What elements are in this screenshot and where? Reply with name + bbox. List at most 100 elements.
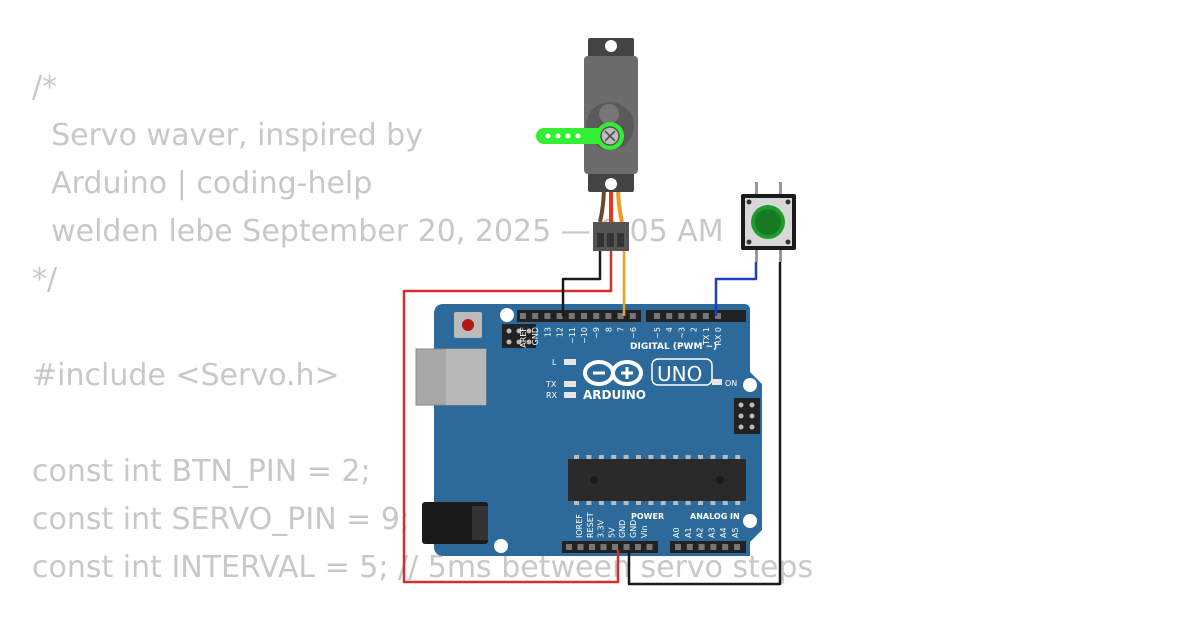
reset-button-cap[interactable] bbox=[462, 319, 474, 331]
usb-port-face bbox=[446, 349, 486, 405]
header-pin[interactable] bbox=[544, 313, 551, 319]
pin-label: 13 bbox=[543, 327, 552, 337]
pin-label: GND bbox=[618, 520, 627, 538]
power-label: POWER bbox=[631, 512, 664, 521]
servo-motor[interactable] bbox=[536, 38, 638, 251]
wires bbox=[402, 248, 782, 586]
led-l-label: L bbox=[552, 358, 557, 367]
header-pin[interactable] bbox=[623, 544, 630, 550]
microcontroller-chip bbox=[568, 455, 746, 505]
pin-label: A5 bbox=[731, 527, 740, 538]
pin-label: A0 bbox=[672, 527, 681, 538]
pin-label: ~10 bbox=[580, 327, 589, 344]
pin-label: AREF bbox=[519, 327, 528, 348]
pin-label: GND bbox=[629, 520, 638, 538]
led-rx-label: RX bbox=[546, 391, 558, 400]
header-pin[interactable] bbox=[612, 544, 618, 550]
header-pin[interactable] bbox=[556, 313, 563, 319]
pin-label: 12 bbox=[556, 327, 565, 337]
header-pin[interactable] bbox=[520, 313, 526, 319]
digital-label: DIGITAL (PWM ~) bbox=[630, 342, 717, 352]
pin-label: 7 bbox=[617, 327, 626, 332]
led-on bbox=[712, 379, 722, 385]
led-tx-label: TX bbox=[545, 380, 557, 389]
pin-label: RX 0 bbox=[714, 327, 723, 346]
pin-label: 2 bbox=[690, 327, 699, 332]
header-pin[interactable] bbox=[690, 313, 697, 319]
power-jack bbox=[422, 502, 488, 544]
servo-horn[interactable] bbox=[536, 122, 624, 150]
header-pin[interactable] bbox=[654, 313, 660, 319]
wire-red-5v[interactable] bbox=[402, 250, 620, 584]
pin-label: ~3 bbox=[677, 327, 686, 339]
led-l bbox=[564, 359, 576, 365]
header-pin[interactable] bbox=[605, 313, 612, 319]
analog-label: ANALOG IN bbox=[690, 512, 740, 521]
pin-label: 4 bbox=[665, 327, 674, 332]
header-pin[interactable] bbox=[734, 544, 740, 550]
pin-label: ~5 bbox=[653, 327, 662, 339]
header-pin[interactable] bbox=[675, 544, 681, 550]
uno-badge bbox=[651, 358, 713, 386]
mounting-hole bbox=[743, 378, 757, 392]
header-pin[interactable] bbox=[678, 313, 685, 319]
header-pin[interactable] bbox=[666, 313, 673, 319]
header-pin[interactable] bbox=[698, 544, 705, 550]
mounting-hole bbox=[500, 308, 514, 322]
board-brand: ARDUINO bbox=[583, 388, 646, 402]
header-pin[interactable] bbox=[532, 313, 539, 319]
wire-black-gnd[interactable] bbox=[561, 250, 602, 316]
header-pin[interactable] bbox=[722, 544, 729, 550]
power-jack-tip bbox=[472, 506, 488, 540]
digital-header bbox=[517, 310, 746, 322]
header-pin[interactable] bbox=[635, 544, 641, 550]
board-model: UNO bbox=[657, 362, 702, 386]
pin-label: 5V bbox=[607, 527, 616, 538]
pin-label: 8 bbox=[604, 327, 613, 332]
pin-label: ~6 bbox=[629, 327, 638, 339]
header-pin[interactable] bbox=[577, 544, 584, 550]
push-button[interactable] bbox=[741, 182, 796, 262]
wire-blue-pin2[interactable] bbox=[714, 262, 758, 316]
pin-label: ~11 bbox=[568, 327, 577, 344]
led-tx bbox=[564, 381, 576, 387]
header-pin[interactable] bbox=[617, 313, 624, 319]
pin-label: A4 bbox=[719, 527, 728, 538]
header-pin[interactable] bbox=[715, 313, 721, 319]
pin-label: TX 1 bbox=[702, 327, 711, 346]
led-rx bbox=[564, 392, 576, 398]
header-pin[interactable] bbox=[593, 313, 600, 319]
mounting-hole bbox=[494, 539, 508, 553]
icsp-header bbox=[502, 324, 536, 348]
header-pin[interactable] bbox=[566, 544, 572, 550]
led-on-label: ON bbox=[725, 379, 737, 388]
wire-black-button-gnd[interactable] bbox=[627, 262, 782, 586]
icsp-header-right bbox=[734, 398, 760, 434]
pin-label: A3 bbox=[707, 527, 716, 538]
header-pin[interactable] bbox=[646, 544, 653, 550]
pin-label: GND bbox=[531, 327, 540, 345]
header-pin[interactable] bbox=[568, 313, 575, 319]
arduino-logo-icon bbox=[583, 360, 643, 386]
header-pin[interactable] bbox=[600, 544, 607, 550]
header-pin[interactable] bbox=[589, 544, 595, 550]
pin-label: Vin bbox=[640, 525, 649, 538]
pin-label: IOREF bbox=[575, 514, 584, 538]
pin-label: A1 bbox=[684, 527, 693, 538]
header-pin[interactable] bbox=[710, 544, 717, 550]
pin-label: RESET bbox=[586, 512, 595, 538]
header-pin[interactable] bbox=[686, 544, 693, 550]
pin-label: A2 bbox=[696, 527, 705, 538]
power-header bbox=[562, 541, 658, 553]
mounting-hole bbox=[743, 514, 757, 528]
pin-label: ~9 bbox=[592, 327, 601, 339]
header-pin[interactable] bbox=[629, 313, 636, 319]
header-pin[interactable] bbox=[581, 313, 587, 319]
header-pin[interactable] bbox=[702, 313, 709, 319]
pin-label: 3.3V bbox=[597, 519, 606, 538]
